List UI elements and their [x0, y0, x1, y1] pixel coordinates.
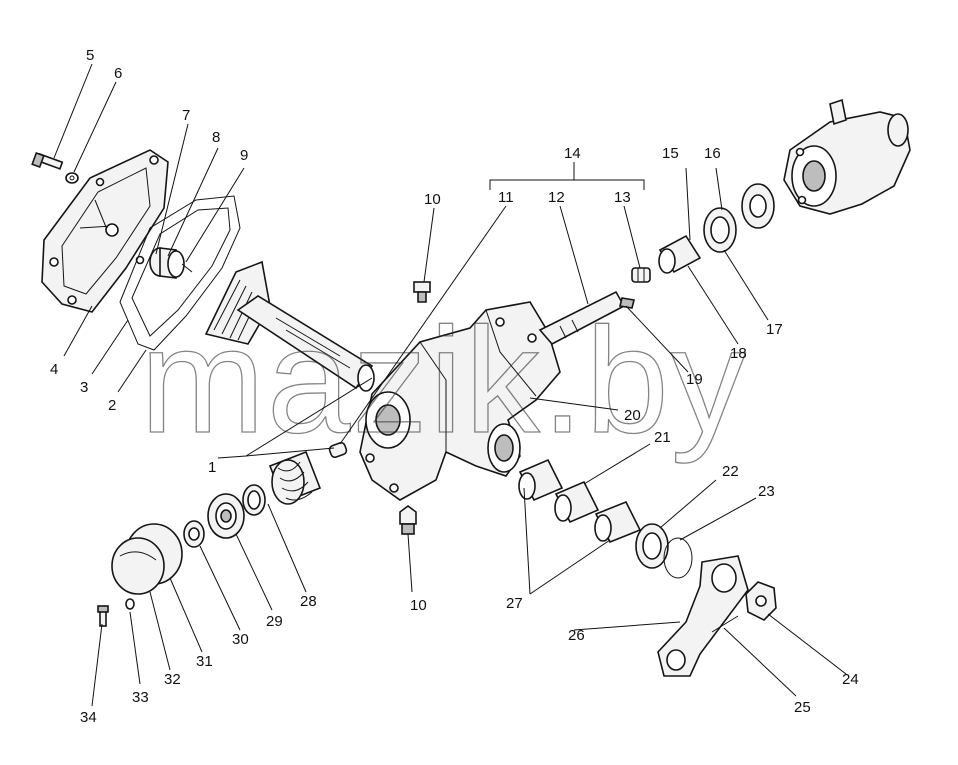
- cap-washer: [125, 598, 135, 610]
- label-25: 25: [794, 699, 811, 716]
- label-24: 24: [842, 671, 859, 688]
- label-2: 2: [108, 397, 116, 414]
- label-27: 27: [506, 595, 523, 612]
- label-10-bottom: 10: [410, 597, 427, 614]
- label-9: 9: [240, 147, 248, 164]
- cap-bolt: [97, 605, 109, 627]
- label-18: 18: [730, 345, 747, 362]
- label-26: 26: [568, 627, 585, 644]
- plug-bottom: [399, 505, 417, 535]
- roller: [328, 441, 348, 459]
- label-7: 7: [182, 107, 190, 124]
- label-3: 3: [80, 379, 88, 396]
- nut-small: [183, 520, 205, 548]
- label-20: 20: [624, 407, 641, 424]
- label-1: 1: [208, 459, 216, 476]
- bushing-a: [518, 458, 564, 502]
- label-33: 33: [132, 689, 149, 706]
- label-5: 5: [86, 47, 94, 64]
- label-31: 31: [196, 653, 213, 670]
- snap-ring: [663, 537, 693, 579]
- shaft-seal: [635, 523, 669, 569]
- label-4: 4: [50, 361, 58, 378]
- label-17: 17: [766, 321, 783, 338]
- steering-housing: [359, 301, 561, 501]
- plug-top: [413, 281, 431, 303]
- bushing-b: [554, 480, 600, 524]
- thrust-washer: [741, 183, 775, 229]
- castle-nut: [745, 581, 777, 621]
- label-28: 28: [300, 593, 317, 610]
- label-23: 23: [758, 483, 775, 500]
- label-29: 29: [266, 613, 283, 630]
- label-6: 6: [114, 65, 122, 82]
- cover-washer: [65, 172, 79, 184]
- sleeve-bearing: [658, 234, 702, 274]
- valve-housing: [783, 98, 911, 215]
- leader-lines: [53, 63, 847, 707]
- label-16: 16: [704, 145, 721, 162]
- cotter-pin: [711, 615, 739, 633]
- label-11: 11: [498, 189, 514, 206]
- cover-bolt: [31, 151, 64, 170]
- ball-bearing: [207, 493, 245, 539]
- callout-labels: 5 6 7 8 9 4 3 2 1 10 10 11 12 13 14 15 1…: [50, 47, 859, 726]
- cover-plate: [41, 149, 169, 313]
- seal-ring: [703, 207, 737, 253]
- label-10-top: 10: [424, 191, 441, 208]
- needle-bearing-small: [631, 267, 651, 283]
- spacer-ring: [242, 484, 266, 516]
- label-30: 30: [232, 631, 249, 648]
- end-cap: [111, 537, 165, 595]
- gasket: [119, 195, 241, 351]
- label-12: 12: [548, 189, 565, 206]
- pitman-arm: [657, 555, 749, 677]
- label-32: 32: [164, 671, 181, 688]
- watermark: mazik.by: [140, 296, 748, 464]
- label-21: 21: [654, 429, 671, 446]
- label-19: 19: [686, 371, 703, 388]
- label-34: 34: [80, 709, 97, 726]
- label-22: 22: [722, 463, 739, 480]
- gear-shaft: [204, 260, 375, 392]
- label-15: 15: [662, 145, 679, 162]
- worm-spring: [268, 450, 322, 505]
- label-13: 13: [614, 189, 631, 206]
- bushing-c: [594, 500, 642, 544]
- key: [619, 297, 635, 309]
- label-14: 14: [564, 145, 581, 162]
- label-8: 8: [212, 129, 220, 146]
